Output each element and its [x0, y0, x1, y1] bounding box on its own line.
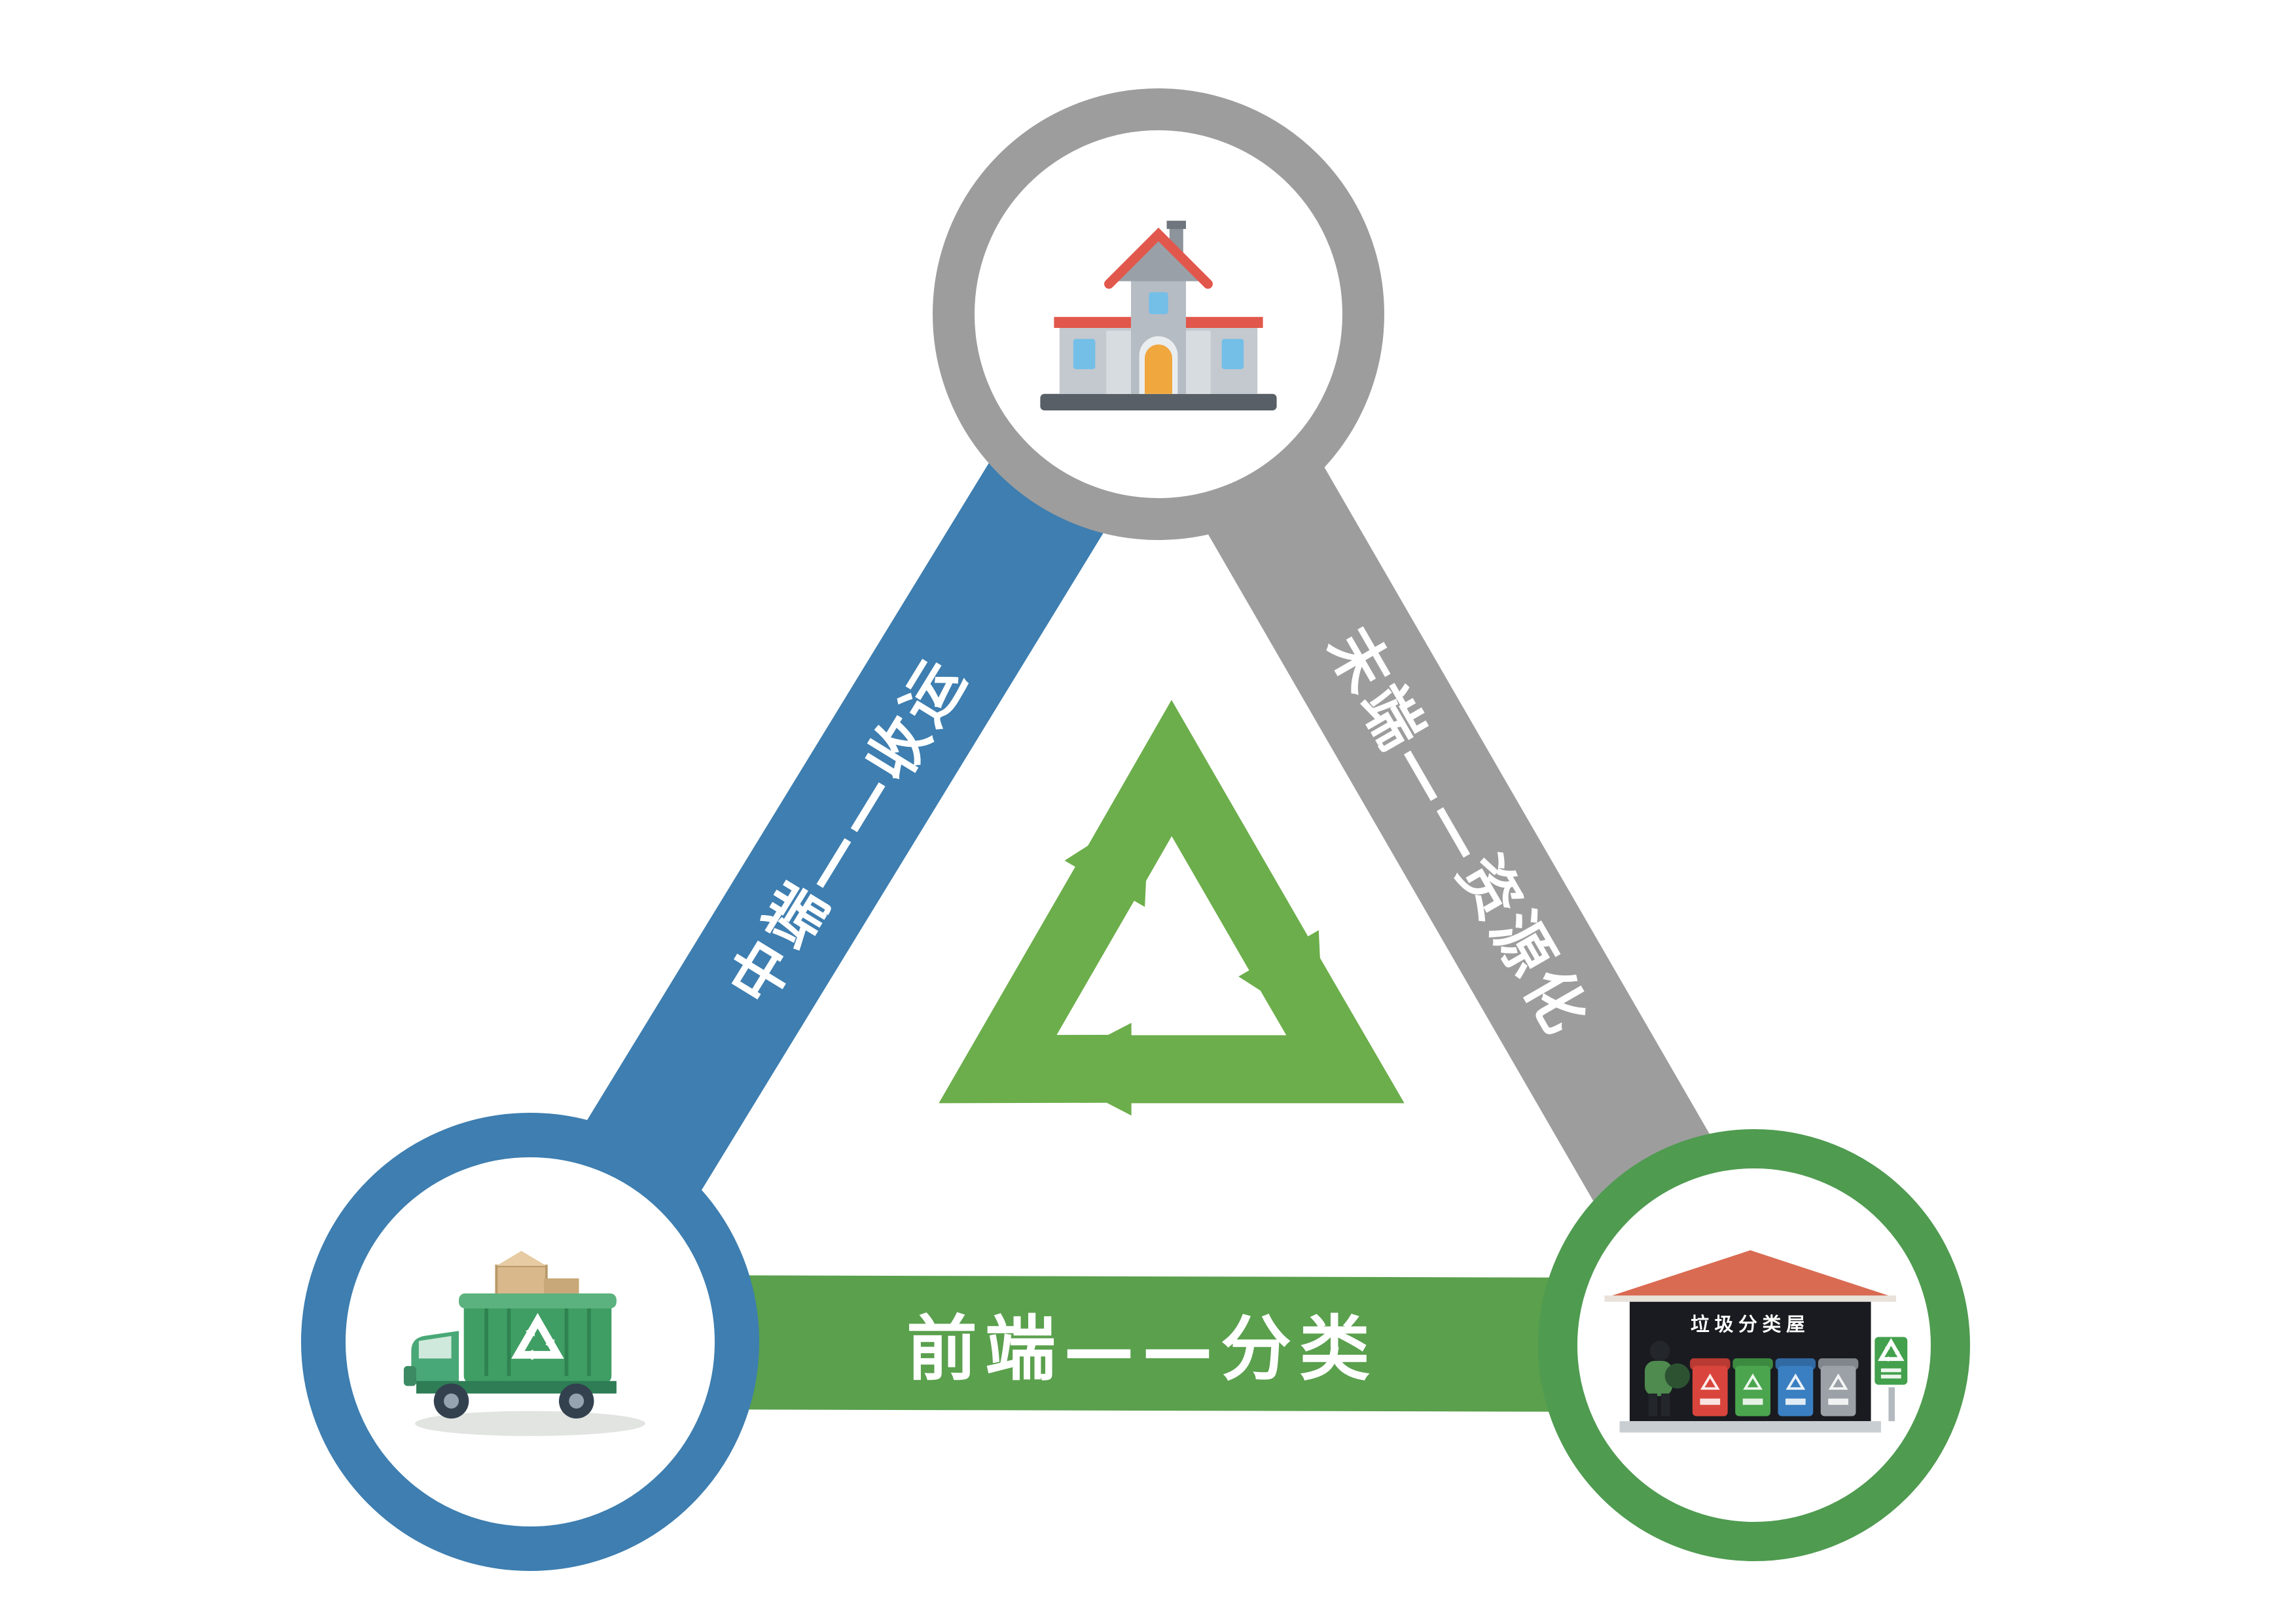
waste-sorting-house-icon: 垃圾分类屋 — [1604, 1250, 1910, 1433]
node-treatment-plant — [933, 88, 1384, 540]
recycling-signpost — [1872, 1334, 1910, 1422]
recycling-symbol — [958, 745, 1363, 1121]
garbage-truck-icon — [403, 1250, 645, 1436]
edge-label-front: 前端——分类 — [906, 1308, 1378, 1390]
worker-figure — [1644, 1341, 1691, 1416]
node-sorting-station: 垃圾分类屋 — [1538, 1129, 1970, 1561]
node-collection-truck — [301, 1113, 759, 1571]
waste-bins — [1690, 1358, 1859, 1416]
station-sign-text: 垃圾分类屋 — [1691, 1313, 1810, 1335]
building-icon — [1040, 221, 1277, 410]
